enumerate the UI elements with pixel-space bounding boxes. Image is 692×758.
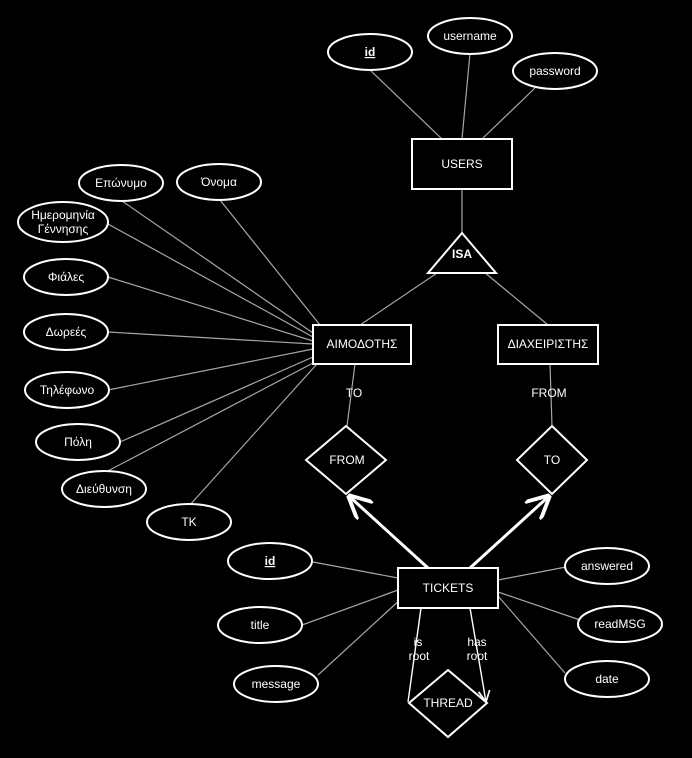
attribute-label: title — [251, 618, 270, 632]
role-label-from: FROM — [531, 386, 566, 400]
attribute-label: Τηλέφωνο — [40, 383, 95, 397]
attribute-label: Πόλη — [64, 435, 92, 449]
attribute-message: message — [233, 665, 319, 703]
line-poli — [119, 356, 314, 443]
attribute-tk: ΤΚ — [146, 503, 232, 541]
attribute-label: id — [265, 554, 276, 568]
line-tilefono — [107, 348, 314, 391]
line-diefthynsi — [103, 362, 314, 474]
attribute-label: readMSG — [594, 617, 645, 631]
attribute-answered: answered — [564, 547, 650, 585]
attribute-tickets-id: id — [227, 542, 313, 580]
connectors — [103, 52, 581, 703]
line-onoma — [219, 199, 321, 326]
line-tickets-date — [497, 595, 566, 674]
attribute-label: Όνομα — [200, 175, 237, 189]
attribute-label: Φιάλες — [48, 270, 85, 284]
attribute-label: password — [529, 64, 580, 78]
attribute-label: ΤΚ — [181, 515, 196, 529]
relationship-thread: THREAD — [407, 668, 489, 739]
attribute-date: date — [564, 660, 650, 698]
attribute-diefthynsi: Διεύθυνση — [61, 470, 147, 508]
isa-label: ISA — [452, 247, 472, 261]
attribute-username: username — [427, 17, 513, 55]
attribute-label: date — [595, 672, 619, 686]
arrow-tickets-from — [350, 497, 430, 570]
line-isa-aimodotis — [359, 266, 447, 326]
isa-triangle: ISA — [425, 231, 499, 274]
attribute-title: title — [217, 606, 303, 644]
role-label-is: is — [414, 635, 423, 649]
entity-users: USERS — [411, 138, 513, 190]
entity-aimodotis: ΑΙΜΟΔΟΤΗΣ — [312, 324, 412, 365]
line-fiales — [107, 276, 314, 342]
line-tickets-answered — [497, 566, 567, 581]
role-label-root: root — [409, 649, 430, 663]
line-eponymo — [121, 200, 314, 334]
role-label-to: TO — [346, 386, 362, 400]
line-is-root — [407, 607, 422, 703]
attribute-users-id: id — [327, 33, 413, 71]
attribute-label: Ημερομηνία — [31, 208, 95, 222]
attribute-tilefono: Τηλέφωνο — [24, 371, 110, 409]
attribute-label: id — [365, 45, 376, 59]
relationship-label: FROM — [329, 453, 364, 467]
line-tickets-readmsg — [497, 591, 581, 621]
line-birth — [107, 223, 314, 338]
attribute-password: password — [512, 52, 598, 90]
entity-label: TICKETS — [423, 581, 474, 595]
line-tickets-title — [301, 589, 399, 626]
attribute-birth-date: Ημερομηνία Γέννησης — [17, 201, 109, 243]
entity-label: USERS — [441, 157, 482, 171]
line-users-password — [481, 87, 536, 140]
relationship-label: THREAD — [423, 696, 473, 710]
relationship-label: TO — [544, 453, 560, 467]
line-users-username — [461, 52, 471, 140]
line-dorees — [107, 331, 314, 345]
arrow-tickets-to — [468, 497, 548, 570]
role-label-has: has — [467, 635, 486, 649]
attribute-label: Γέννησης — [38, 222, 89, 236]
line-tk — [188, 363, 318, 507]
attribute-label: answered — [581, 559, 633, 573]
line-has-root — [469, 607, 486, 702]
line-isa-diaxeiristis — [477, 266, 549, 326]
line-aimodotis-from — [346, 363, 356, 427]
role-label-root: root — [467, 649, 488, 663]
line-tickets-id — [312, 561, 399, 579]
line-diaxeiristis-to — [549, 363, 553, 427]
attribute-fiales: Φιάλες — [23, 258, 109, 296]
line-tickets-message — [317, 597, 403, 676]
entity-tickets: TICKETS — [397, 567, 499, 609]
attribute-eponymo: Επώνυμο — [78, 164, 164, 202]
attribute-onoma: Όνομα — [176, 163, 262, 201]
attribute-label: username — [443, 29, 497, 43]
attribute-readmsg: readMSG — [577, 605, 663, 643]
relationship-to: TO — [515, 424, 589, 496]
attribute-label: Επώνυμο — [95, 176, 147, 190]
attribute-label: Δωρεές — [46, 325, 87, 339]
line-users-id — [369, 69, 443, 140]
relationship-from: FROM — [304, 424, 388, 496]
attribute-label: Διεύθυνση — [76, 482, 132, 496]
entity-diaxeiristis: ΔΙΑΧΕΙΡΙΣΤΗΣ — [497, 324, 599, 365]
entity-label: ΔΙΑΧΕΙΡΙΣΤΗΣ — [508, 337, 589, 351]
attribute-poli: Πόλη — [35, 423, 121, 461]
attribute-label: message — [252, 677, 301, 691]
entity-label: ΑΙΜΟΔΟΤΗΣ — [327, 337, 398, 351]
attribute-dorees: Δωρεές — [23, 313, 109, 351]
